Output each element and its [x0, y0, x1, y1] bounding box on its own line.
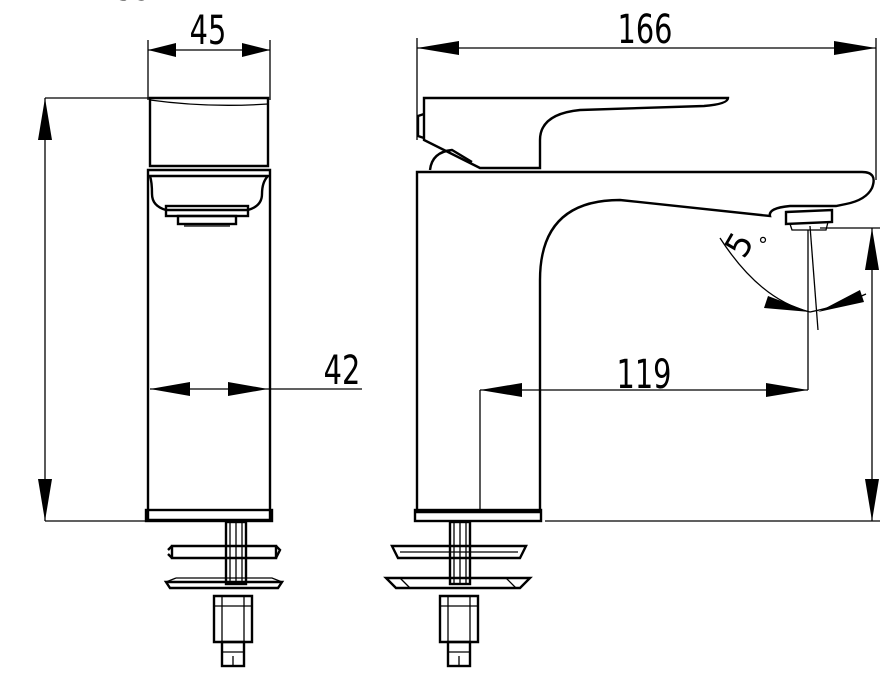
arrowhead [834, 41, 876, 55]
dimension-42: 42 [150, 348, 362, 396]
dimension-label-5: 5 [717, 226, 762, 265]
arrowhead [480, 383, 522, 397]
arrowhead [148, 43, 176, 57]
dimension-105: 105 [97, 0, 880, 522]
side-view: 166 119 [97, 0, 880, 668]
dimension-label-45: 45 [190, 8, 227, 54]
dimension-label-152: 152 [97, 0, 152, 10]
arrowhead [417, 41, 459, 55]
arrowhead [242, 43, 270, 57]
dimension-152: 152 [38, 0, 152, 522]
front-view: 45 152 [38, 0, 362, 668]
dimension-label-119: 119 [617, 352, 672, 398]
dimension-166: 166 [416, 7, 877, 180]
arrowhead [865, 228, 879, 270]
faucet-body-side [413, 96, 875, 523]
mounting-hardware-side [383, 520, 533, 668]
dimension-label-166: 166 [618, 7, 673, 53]
dimension-119: 119 [479, 230, 809, 510]
arrowhead [818, 290, 864, 312]
mounting-hardware-front [163, 520, 285, 668]
dimension-angle-5: 5 ° [717, 226, 867, 331]
dimension-label-42: 42 [324, 348, 361, 394]
faucet-body-front [144, 96, 274, 523]
arrowhead [865, 479, 879, 521]
dimension-label-105: 105 [97, 0, 152, 10]
arrowhead [764, 296, 810, 312]
arrowhead [766, 383, 808, 397]
arrowhead [38, 98, 52, 140]
arrowhead [228, 382, 268, 396]
arrowhead [38, 479, 52, 521]
dimension-45: 45 [147, 8, 271, 100]
arrowhead [150, 382, 190, 396]
degree-symbol: ° [758, 233, 768, 257]
